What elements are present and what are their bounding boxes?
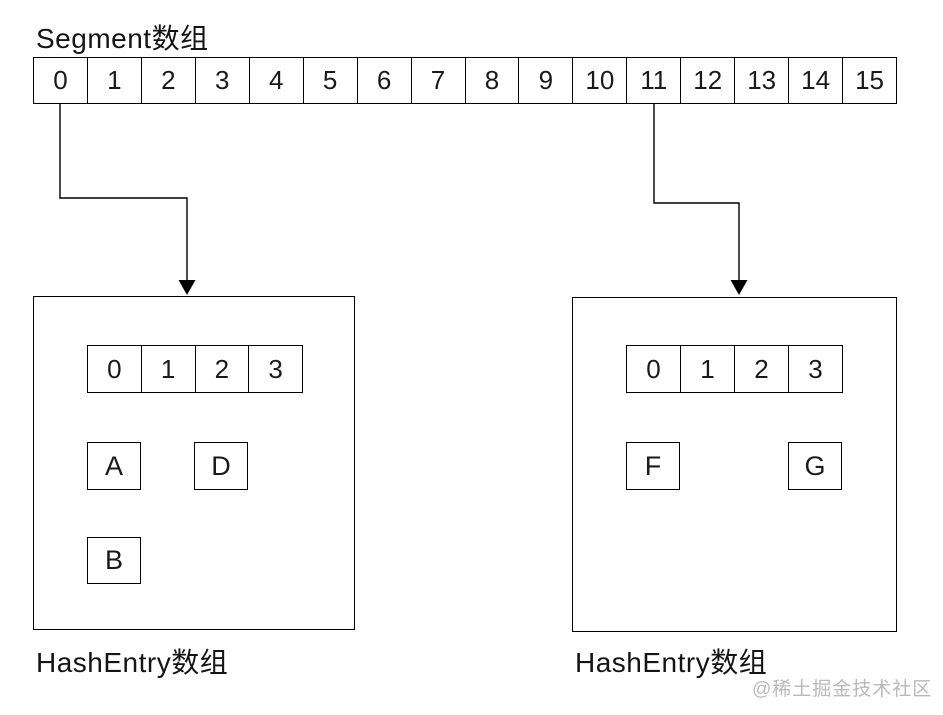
right-bucket-cell-1: 1 <box>680 346 734 392</box>
node-g: G <box>788 442 842 490</box>
left-bucket-cell-2: 2 <box>194 346 249 392</box>
node-b: B <box>87 537 141 584</box>
right-hashentry-label: HashEntry数组 <box>575 647 768 678</box>
segment-cell-12: 12 <box>680 58 734 103</box>
segment-array-label: Segment数组 <box>36 23 209 54</box>
node-a: A <box>87 442 141 490</box>
left-bucket-cell-0: 0 <box>107 353 122 384</box>
right-bucket-array: 0 1 2 3 <box>626 345 843 393</box>
right-bucket-cell-3: 3 <box>788 346 842 392</box>
segment-cell-11: 11 <box>626 58 680 103</box>
left-bucket-cell-3: 3 <box>248 346 302 392</box>
segment-cell-2: 2 <box>140 58 195 103</box>
segment-cell-4: 4 <box>248 58 303 103</box>
node-f: F <box>626 442 680 490</box>
left-bucket-cell-1: 1 <box>140 346 195 392</box>
segment-cell-6: 6 <box>356 58 411 103</box>
node-d: D <box>194 442 248 490</box>
segment-cell-15: 15 <box>842 58 896 103</box>
right-bucket-cell-0: 0 <box>646 353 661 384</box>
left-bucket-array: 0 1 2 3 <box>87 345 303 393</box>
segment-cell-3: 3 <box>194 58 249 103</box>
segment-cell-8: 8 <box>464 58 519 103</box>
segment-cell-7: 7 <box>410 58 465 103</box>
segment-cell-13: 13 <box>734 58 788 103</box>
right-bucket-cell-2: 2 <box>734 346 788 392</box>
arrow-segment11-to-right-box <box>653 104 748 295</box>
segment-cell-5: 5 <box>302 58 357 103</box>
segment-array: 0 1 2 3 4 5 6 7 8 9 10 11 12 13 14 15 <box>33 57 897 104</box>
juejin-watermark: @稀土掘金技术社区 <box>752 679 933 700</box>
left-hashentry-label: HashEntry数组 <box>36 647 229 678</box>
arrow-segment0-to-left-box <box>59 104 196 295</box>
segment-cell-14: 14 <box>788 58 842 103</box>
segment-cell-9: 9 <box>518 58 572 103</box>
segment-cell-10: 10 <box>572 58 626 103</box>
segment-cell-1: 1 <box>86 58 141 103</box>
segment-cell-0: 0 <box>53 65 68 95</box>
